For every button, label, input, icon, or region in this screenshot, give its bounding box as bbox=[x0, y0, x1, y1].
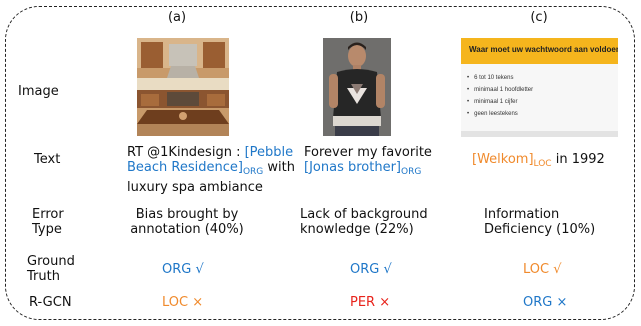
rgcn-b: PER × bbox=[350, 295, 391, 310]
webpage-banner: Waar moet uw wachtwoord aan voldoen? bbox=[461, 38, 618, 64]
entity-a: [Pebble Beach Residence]ORG bbox=[127, 145, 294, 177]
list-item: geen leestekens bbox=[467, 108, 533, 120]
row-label-ground-truth: Ground Truth bbox=[27, 254, 75, 284]
entity-c: [Welkom]LOC bbox=[472, 152, 552, 169]
entity-b: [Jonas brother]ORG bbox=[304, 160, 422, 177]
man-image bbox=[323, 38, 391, 136]
rgcn-a: LOC × bbox=[162, 295, 204, 310]
list-item: minimaal 1 cijfer bbox=[467, 96, 533, 108]
ground-truth-b: ORG √ bbox=[350, 262, 392, 277]
webpage-image: Waar moet uw wachtwoord aan voldoen? 6 t… bbox=[461, 38, 618, 137]
column-header-b: (b) bbox=[349, 10, 369, 25]
ground-truth-a: ORG √ bbox=[162, 262, 204, 277]
row-label-text: Text bbox=[34, 152, 61, 167]
figure-frame bbox=[5, 6, 635, 320]
rgcn-c: ORG × bbox=[523, 295, 568, 310]
text-a: RT @1Kindesign : [Pebble Beach Residence… bbox=[127, 145, 295, 195]
ground-truth-c: LOC √ bbox=[523, 262, 562, 277]
column-header-c: (c) bbox=[530, 10, 548, 25]
list-item: 6 tot 10 tekens bbox=[467, 72, 533, 84]
kitchen-image bbox=[137, 38, 229, 136]
row-label-rgcn: R-GCN bbox=[29, 295, 72, 310]
error-type-b: Lack of background knowledge (22%) bbox=[300, 207, 428, 237]
error-type-a: Bias brought by annotation (40%) bbox=[130, 207, 244, 237]
error-type-c: Information Deficiency (10%) bbox=[484, 207, 596, 237]
text-c: [Welkom]LOC in 1992 bbox=[472, 152, 605, 169]
row-label-error-type: Error Type bbox=[32, 207, 64, 237]
list-item: minimaal 1 hoofdletter bbox=[467, 84, 533, 96]
row-label-image: Image bbox=[18, 84, 59, 99]
column-header-a: (a) bbox=[167, 10, 187, 25]
webpage-list: 6 tot 10 tekens minimaal 1 hoofdletter m… bbox=[467, 72, 533, 120]
webpage-footer bbox=[461, 131, 618, 137]
text-b: Forever my favorite [Jonas brother]ORG bbox=[304, 145, 432, 177]
webpage-title: Waar moet uw wachtwoord aan voldoen? bbox=[469, 45, 618, 54]
